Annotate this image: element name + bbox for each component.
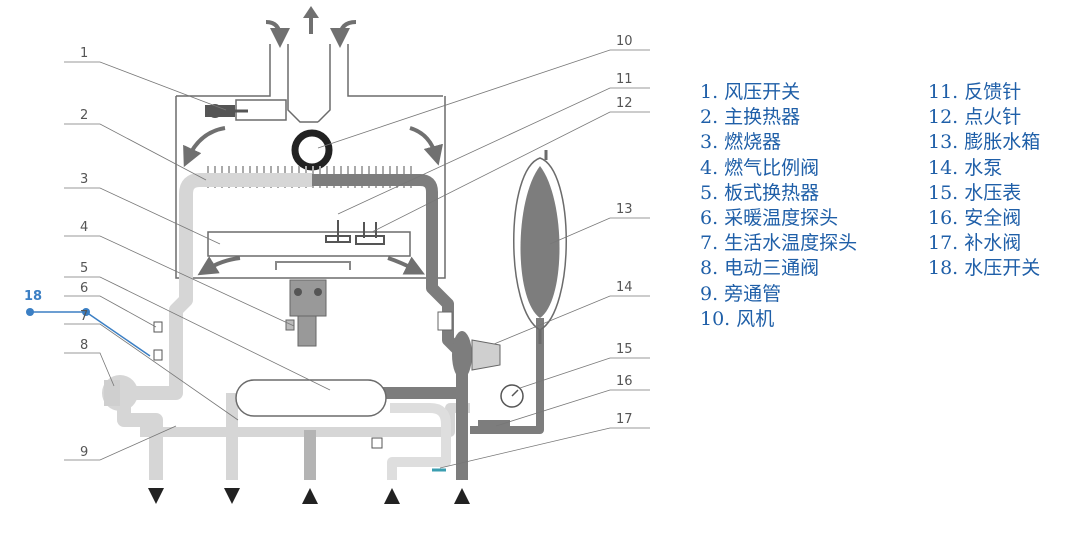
legend-item-12: 12. 点火针 (928, 106, 1022, 129)
legend-item-11: 11. 反馈针 (928, 81, 1022, 103)
heating-return-inlet-arrow (454, 488, 470, 504)
fan-icon (291, 129, 333, 171)
callout-number-17: 17 (616, 412, 633, 427)
legend-item-8: 8. 电动三通阀 (700, 257, 820, 280)
air-pressure-switch-icon (205, 99, 287, 121)
callout-number-18: 18 (24, 289, 42, 304)
callout-number-7: 7 (80, 309, 88, 324)
legend-item-16: 16. 安全阀 (928, 207, 1022, 230)
boiler-schematic: 1 2 3 4 5 6 7 8 9 10 11 12 13 14 15 16 1… (24, 6, 650, 504)
water-pressure-switch-callout (26, 308, 151, 357)
callout-number-3: 3 (80, 172, 88, 187)
pressure-gauge-icon (500, 384, 524, 408)
expansion-vessel-icon (513, 150, 567, 344)
callout-number-11: 11 (616, 72, 633, 87)
fill-valve-icon (371, 437, 446, 472)
dhw-temp-probe-icon (153, 349, 163, 361)
callout-number-15: 15 (616, 342, 633, 357)
legend-item-18: 18. 水压开关 (928, 257, 1041, 280)
legend-item-2: 2. 主换热器 (700, 106, 801, 129)
gas-inlet-arrow (302, 488, 318, 504)
legend-item-10: 10. 风机 (700, 307, 775, 330)
callout-number-16: 16 (616, 374, 633, 389)
callout-leaders (64, 49, 650, 469)
callout-number-12: 12 (616, 96, 633, 111)
diverter-valve-icon (102, 375, 138, 411)
legend-right-column: 11. 反馈针 12. 点火针 13. 膨胀水箱 14. 水泵 15. 水压表 … (928, 80, 1040, 282)
plate-heat-exchanger-icon (235, 379, 387, 417)
legend-item-4: 4. 燃气比例阀 (700, 156, 820, 179)
heating-temp-probe-icon (153, 321, 163, 333)
heating-pipes (117, 173, 544, 480)
legend-left-column: 1. 风压开关 2. 主换热器 3. 燃烧器 4. 燃气比例阀 5. 板式换热器… (700, 80, 857, 332)
callout-number-5: 5 (80, 261, 88, 276)
connection-arrows (148, 488, 470, 504)
callout-number-8: 8 (80, 338, 88, 353)
callout-number-13: 13 (616, 202, 633, 217)
legend-item-6: 6. 采暖温度探头 (700, 207, 839, 230)
electrodes-icon (325, 220, 385, 245)
flue-duct (175, 44, 446, 279)
callout-number-1: 1 (80, 46, 88, 61)
hot-water-outlet-arrow (224, 488, 240, 504)
callout-number-2: 2 (80, 108, 88, 123)
gas-valve-icon (275, 261, 351, 347)
callout-number-4: 4 (80, 220, 88, 235)
callout-number-9: 9 (80, 445, 88, 460)
callout-number-6: 6 (80, 281, 88, 296)
legend-item-17: 17. 补水阀 (928, 232, 1022, 255)
legend-item-14: 14. 水泵 (928, 156, 1003, 179)
flue-airflow-arrows (183, 6, 444, 276)
legend-item-3: 3. 燃烧器 (700, 131, 782, 154)
legend-item-5: 5. 板式换热器 (700, 181, 820, 204)
safety-valve-icon (478, 420, 510, 434)
callout-number-14: 14 (616, 280, 633, 295)
callout-number-10: 10 (616, 34, 633, 49)
pump-icon (437, 311, 501, 379)
legend-item-7: 7. 生活水温度探头 (700, 232, 858, 255)
legend-item-1: 1. 风压开关 (700, 81, 801, 103)
cold-water-inlet-arrow (384, 488, 400, 504)
legend-item-9: 9. 旁通管 (700, 282, 782, 305)
legend-item-15: 15. 水压表 (928, 181, 1022, 204)
legend-item-13: 13. 膨胀水箱 (928, 131, 1041, 154)
heating-flow-outlet-arrow (148, 488, 164, 504)
